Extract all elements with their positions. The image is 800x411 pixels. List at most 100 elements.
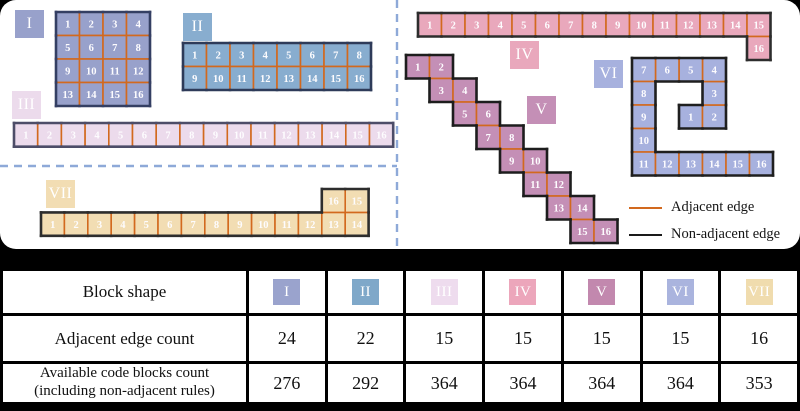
cell-number: 6 bbox=[665, 66, 670, 77]
cell-number: 11 bbox=[237, 74, 247, 85]
table-available-count-VI: 364 bbox=[642, 364, 719, 402]
shape-label-chip-IV: IV bbox=[510, 41, 539, 69]
cell-number: 9 bbox=[213, 131, 218, 142]
cell-number: 14 bbox=[709, 160, 720, 171]
shape-label-chip-V: V bbox=[527, 96, 556, 124]
cell-number: 2 bbox=[439, 63, 444, 74]
table-available-count-I: 276 bbox=[249, 364, 325, 402]
cell-number: 12 bbox=[683, 21, 694, 32]
cell-number: 1 bbox=[65, 20, 70, 31]
available-label-line1: Available code blocks count bbox=[39, 365, 210, 382]
non-adjacent-edge-line-icon bbox=[629, 233, 662, 236]
cell-number: 7 bbox=[112, 43, 117, 54]
cell-number: 4 bbox=[462, 86, 468, 97]
shape-label-chip-II: II bbox=[183, 13, 212, 41]
cell-number: 11 bbox=[639, 160, 649, 171]
cell-number: 9 bbox=[237, 220, 242, 231]
cell-number: 8 bbox=[509, 133, 514, 144]
table-adjacent-count-VII: 16 bbox=[721, 316, 797, 361]
cell-number: 2 bbox=[216, 51, 221, 62]
cell-number: 4 bbox=[498, 21, 504, 32]
cell-number: 7 bbox=[568, 21, 573, 32]
cell-number: 7 bbox=[190, 220, 195, 231]
cell-number: 15 bbox=[352, 131, 363, 142]
cell-number: 14 bbox=[329, 131, 340, 142]
cell-number: 16 bbox=[601, 227, 612, 238]
cell-number: 8 bbox=[214, 220, 219, 231]
table-shape-chip-VI: VI bbox=[666, 279, 694, 305]
available-label-line2: (including non-adjacent rules) bbox=[34, 383, 215, 399]
cell-number: 15 bbox=[733, 160, 744, 171]
table-adjacent-count-V: 15 bbox=[563, 316, 640, 361]
table-shape-cell-V: V bbox=[563, 271, 640, 313]
cell-number: 7 bbox=[165, 131, 170, 142]
cell-number: 9 bbox=[615, 21, 620, 32]
table-available-count-IV: 364 bbox=[485, 364, 561, 402]
table-shape-cell-VII: VII bbox=[721, 271, 797, 313]
table-shape-cell-II: II bbox=[327, 271, 404, 313]
cell-number: 9 bbox=[509, 157, 514, 168]
cell-number: 14 bbox=[352, 220, 363, 231]
cell-number: 8 bbox=[592, 21, 597, 32]
legend-label-non-adjacent: Non-adjacent edge bbox=[671, 226, 781, 242]
cell-number: 2 bbox=[73, 220, 78, 231]
cell-number: 15 bbox=[331, 74, 342, 85]
cell-number: 3 bbox=[71, 131, 76, 142]
cell-number: 15 bbox=[110, 90, 121, 101]
table-row-label-adjacent: Adjacent edge count bbox=[3, 316, 246, 361]
cell-number: 15 bbox=[352, 197, 363, 208]
cell-number: 16 bbox=[756, 160, 767, 171]
cell-number: 12 bbox=[554, 180, 565, 191]
cell-number: 12 bbox=[305, 220, 316, 231]
cell-number: 8 bbox=[136, 43, 141, 54]
cell-number: 7 bbox=[486, 133, 491, 144]
table-shape-chip-III: III bbox=[430, 279, 458, 305]
cell-number: 13 bbox=[707, 21, 718, 32]
table-shape-chip-V: V bbox=[588, 279, 616, 305]
cell-number: 1 bbox=[50, 220, 55, 231]
cell-number: 14 bbox=[577, 204, 588, 215]
legend-item-adjacent: Adjacent edge bbox=[629, 194, 780, 221]
shape-label-chip-I: I bbox=[15, 10, 44, 38]
cell-number: 6 bbox=[89, 43, 94, 54]
table-shape-chip-II: II bbox=[352, 279, 380, 305]
cell-number: 11 bbox=[258, 131, 268, 142]
cell-number: 1 bbox=[427, 21, 432, 32]
table-adjacent-count-II: 22 bbox=[327, 316, 404, 361]
cell-number: 13 bbox=[284, 74, 295, 85]
legend: Adjacent edge Non-adjacent edge bbox=[629, 194, 780, 248]
cell-number: 14 bbox=[730, 21, 741, 32]
cell-number: 3 bbox=[112, 20, 117, 31]
cell-number: 10 bbox=[234, 131, 245, 142]
cell-number: 10 bbox=[639, 136, 650, 147]
cell-number: 10 bbox=[636, 21, 647, 32]
legend-label-adjacent: Adjacent edge bbox=[671, 199, 755, 215]
cell-number: 5 bbox=[688, 66, 693, 77]
table-shape-cell-I: I bbox=[249, 271, 325, 313]
table-shape-cell-VI: VI bbox=[642, 271, 719, 313]
table-shape-chip-IV: IV bbox=[509, 279, 537, 305]
table-available-count-V: 364 bbox=[563, 364, 640, 402]
cell-number: 3 bbox=[712, 89, 717, 100]
cell-number: 9 bbox=[641, 113, 646, 124]
table-row-label-shape: Block shape bbox=[3, 271, 246, 313]
cell-number: 16 bbox=[328, 197, 339, 208]
shape-label-chip-VI: VI bbox=[594, 60, 623, 88]
cell-number: 3 bbox=[439, 86, 444, 97]
cell-number: 5 bbox=[286, 51, 291, 62]
cell-number: 2 bbox=[712, 113, 717, 124]
cell-number: 3 bbox=[239, 51, 244, 62]
cell-number: 16 bbox=[354, 74, 365, 85]
cell-number: 1 bbox=[23, 131, 28, 142]
cell-number: 2 bbox=[451, 21, 456, 32]
cell-number: 13 bbox=[63, 90, 74, 101]
cell-number: 2 bbox=[47, 131, 52, 142]
table-available-count-III: 364 bbox=[406, 364, 483, 402]
cell-number: 5 bbox=[462, 110, 467, 121]
